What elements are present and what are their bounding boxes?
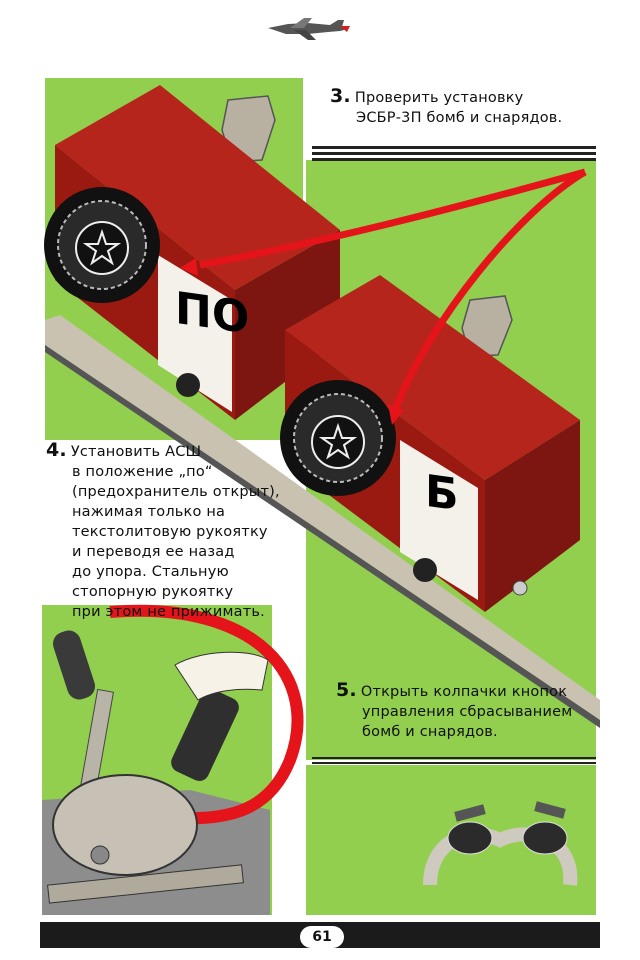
device-right-label: Б	[425, 465, 459, 522]
button-caps	[423, 801, 578, 886]
step-4-line-4: нажимая только на	[72, 504, 226, 520]
step-3-caption: 3.Проверить установку ЭСБР-3П бомб и сна…	[330, 86, 620, 128]
step-4-number: 4.	[46, 439, 67, 461]
page-number: 61	[300, 926, 344, 948]
step-4-caption: 4.Установить АСШ в положение „по“ (предо…	[46, 440, 311, 622]
step-4-line-9: при этом не прижимать.	[72, 604, 265, 620]
device-right	[280, 275, 580, 612]
arrow-to-left-dial	[199, 168, 586, 269]
device-left	[44, 85, 340, 420]
arrow-to-right-dial	[391, 168, 587, 412]
step-5-number: 5.	[336, 679, 357, 701]
step-4-line-3: (предохранитель открыт),	[72, 484, 280, 500]
step-5-line-1: Открыть колпачки кнопок	[360, 684, 568, 700]
step-3-line-1: Проверить установку	[354, 90, 524, 106]
device-left-label: ПО	[175, 282, 250, 345]
step-5-caption: 5.Открыть колпачки кнопок управления сбр…	[336, 680, 626, 742]
assh-lever	[47, 630, 269, 904]
step-3-line-2: ЭСБР-3П бомб и снарядов.	[356, 110, 563, 126]
step-4-line-6: и переводя ее назад	[72, 544, 235, 560]
step-4-line-7: до упора. Стальную	[72, 564, 229, 580]
step-4-line-5: текстолитовую рукоятку	[72, 524, 268, 540]
rule-bottom	[312, 757, 596, 764]
step-5-line-2: управления сбрасыванием	[362, 704, 573, 720]
step-5-line-3: бомб и снарядов.	[362, 724, 498, 740]
arrow-lever	[109, 604, 304, 825]
airplane-icon	[268, 18, 350, 40]
step-4-line-8: стопорную рукоятку	[72, 584, 234, 600]
step-3-number: 3.	[330, 85, 351, 107]
step-4-line-1: Установить АСШ	[70, 444, 202, 460]
step-4-line-2: в положение „по“	[72, 464, 213, 480]
rail-bar	[45, 315, 600, 720]
rule-top	[312, 146, 596, 161]
